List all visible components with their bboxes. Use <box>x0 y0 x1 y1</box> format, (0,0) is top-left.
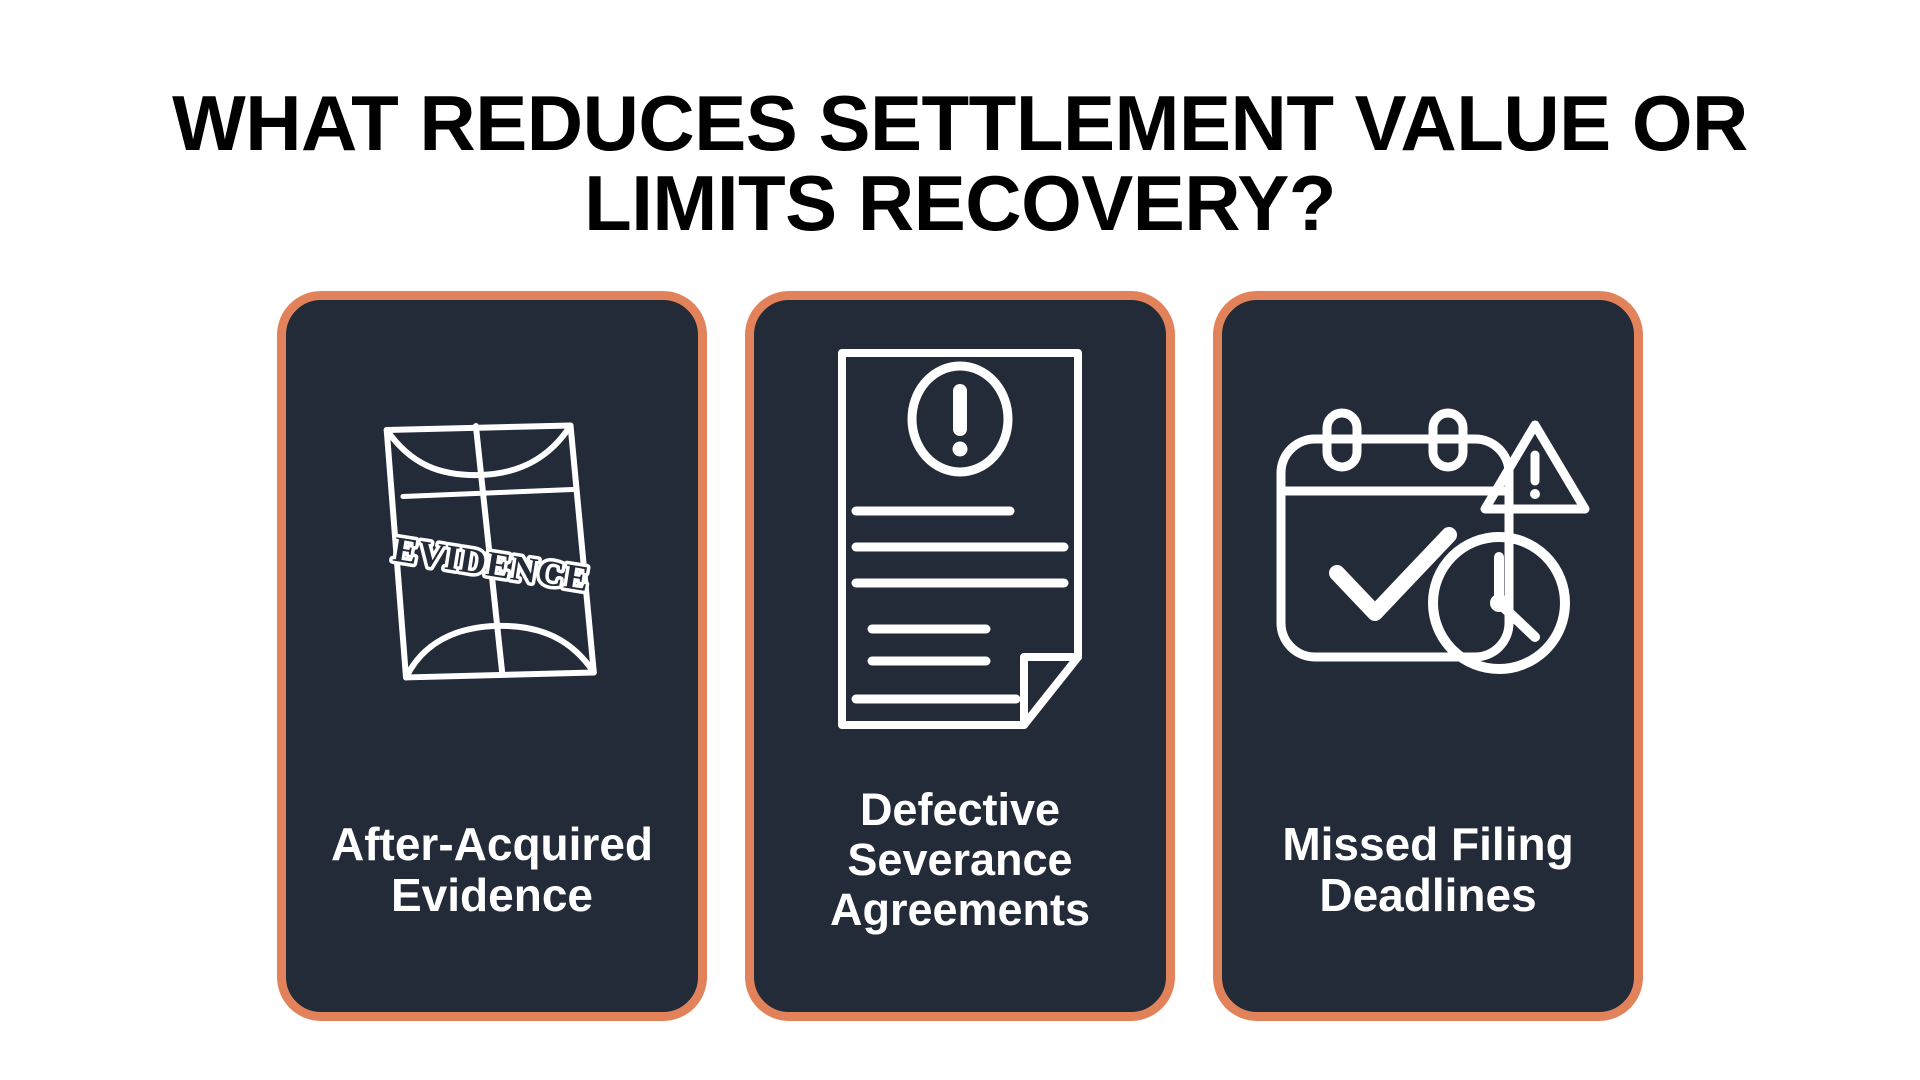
card-missed-filing-deadlines[interactable]: Missed Filing Deadlines <box>1213 291 1643 1022</box>
page-title: WHAT REDUCES SETTLEMENT VALUE OR LIMITS … <box>172 79 1748 247</box>
card-label: After-Acquired Evidence <box>330 817 654 922</box>
title-block: WHAT REDUCES SETTLEMENT VALUE OR LIMITS … <box>50 79 1870 247</box>
card-row: EVIDENCE After-Acquired Evidence <box>277 291 1643 1022</box>
card-defective-severance-agreements[interactable]: Defective Severance Agreements <box>745 291 1175 1022</box>
calendar-clock-warning-icon <box>1244 334 1612 764</box>
document-warning-icon <box>776 334 1144 744</box>
card-label: Missed Filing Deadlines <box>1282 817 1574 922</box>
evidence-envelope-icon: EVIDENCE <box>308 334 676 764</box>
card-label: Defective Severance Agreements <box>829 783 1091 936</box>
card-after-acquired-evidence[interactable]: EVIDENCE After-Acquired Evidence <box>277 291 707 1022</box>
